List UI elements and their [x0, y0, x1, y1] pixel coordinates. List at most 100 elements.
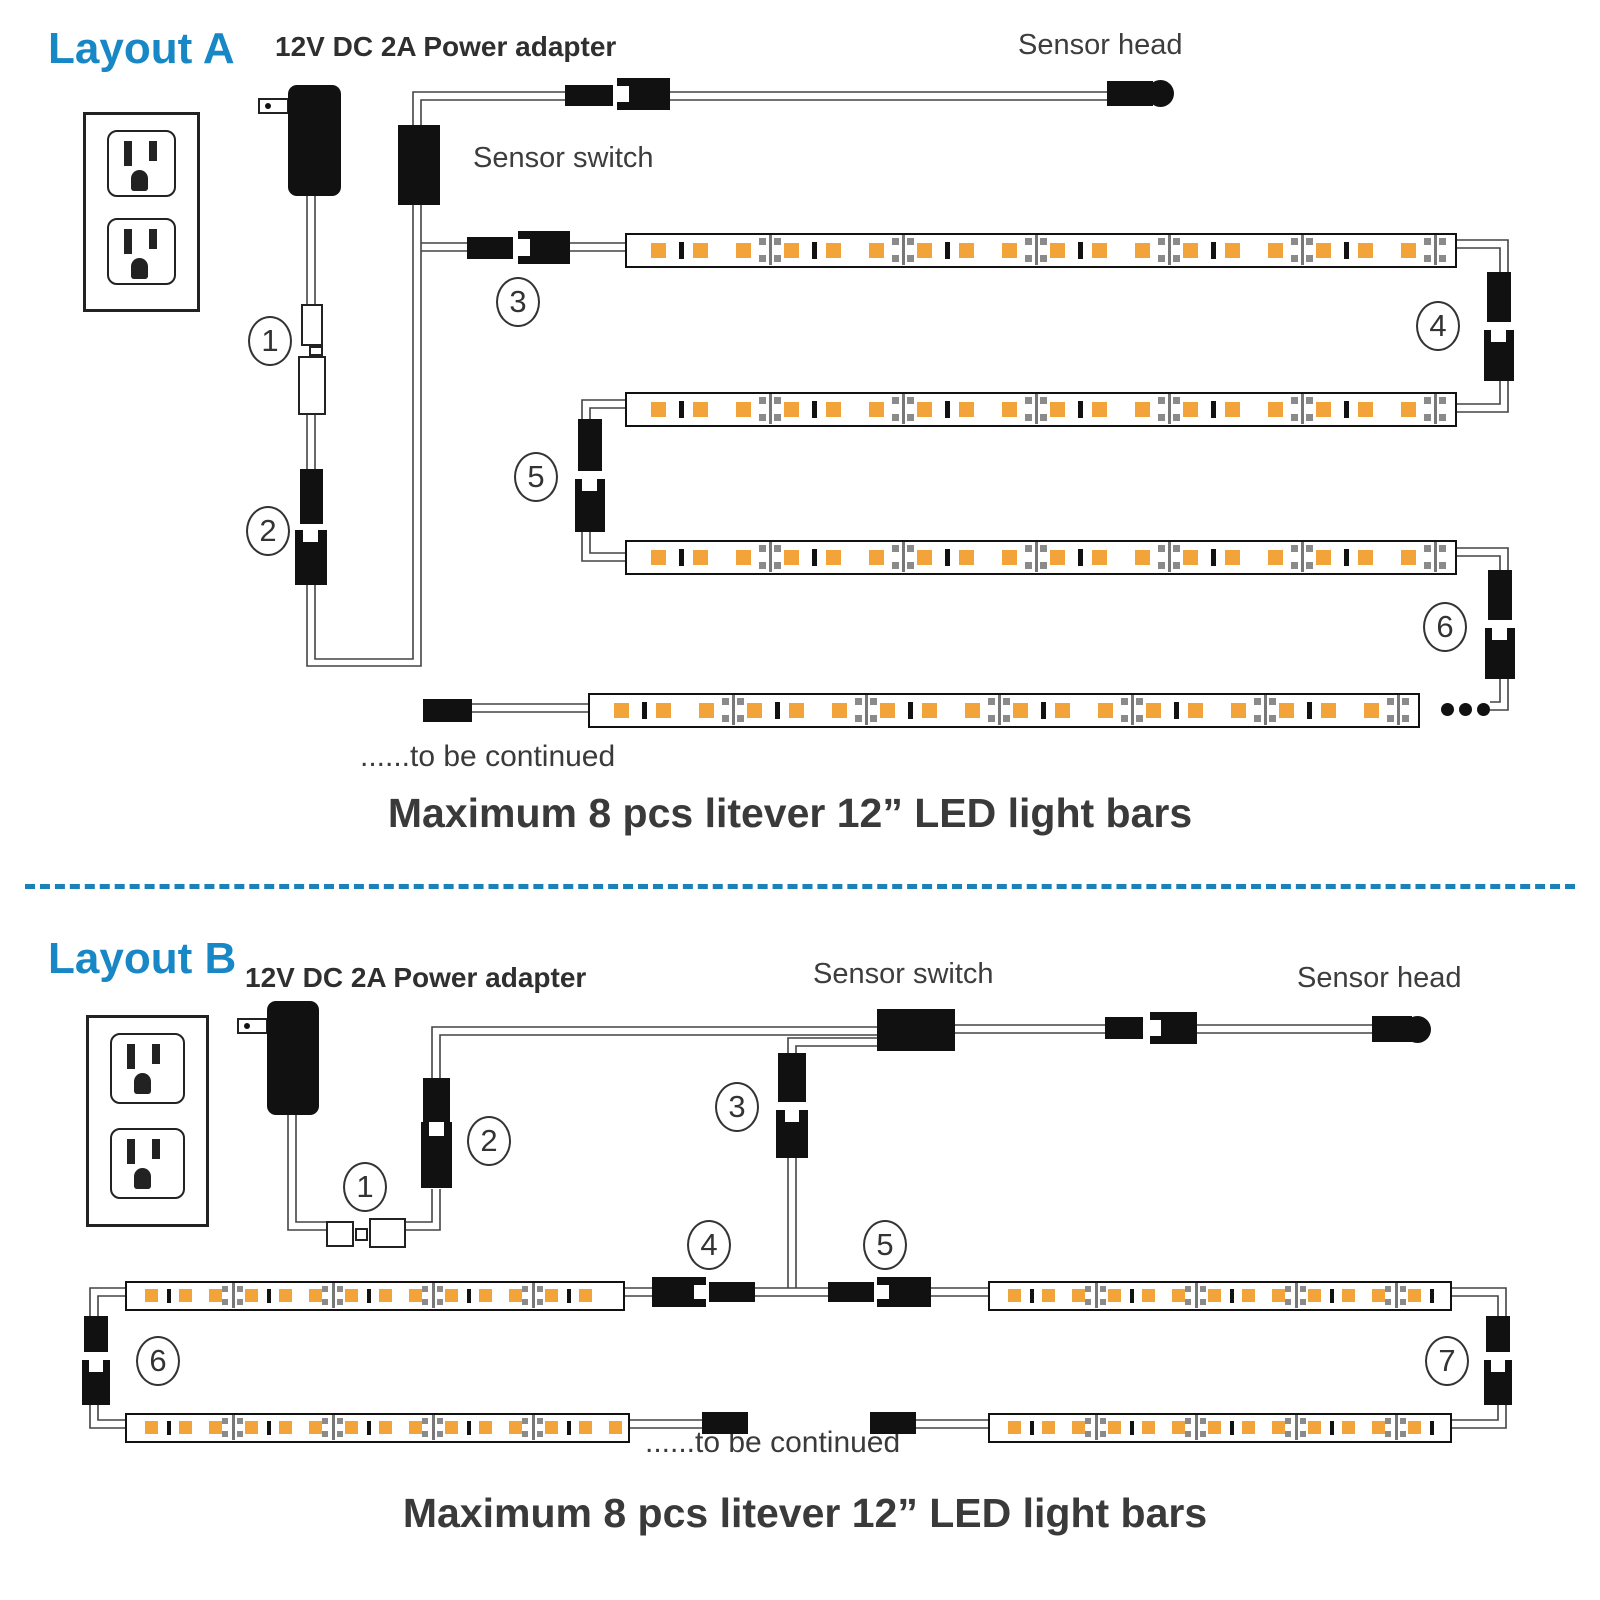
- solder-pad: [1424, 414, 1431, 421]
- segment-cut-line: [432, 1283, 435, 1308]
- solder-pad: [1424, 255, 1431, 262]
- segment-cut-line: [532, 1283, 535, 1308]
- solder-pad: [522, 1299, 528, 1305]
- resistor-mark: [679, 400, 684, 418]
- segment-cut-line: [1035, 542, 1038, 572]
- led-chip: [379, 1421, 392, 1434]
- segment-cut-line: [902, 542, 905, 572]
- led-chip: [1008, 1289, 1021, 1302]
- led-chip: [826, 401, 841, 417]
- solder-pad: [322, 1286, 328, 1292]
- solder-pad: [1121, 715, 1128, 722]
- adapter-prong-hole: [265, 103, 271, 109]
- solder-pad: [1385, 1286, 1391, 1292]
- led-chip: [1183, 242, 1198, 258]
- solder-pad: [1040, 238, 1047, 245]
- led-chip: [1308, 1421, 1321, 1434]
- solder-pad: [1025, 545, 1032, 552]
- led-chip: [747, 702, 762, 718]
- continuation-dot: [1459, 703, 1472, 716]
- led-chip: [209, 1289, 222, 1302]
- led-chip: [1208, 1421, 1221, 1434]
- outlet-slot: [149, 229, 157, 249]
- segment-cut-line: [865, 695, 868, 725]
- segment-cut-line: [332, 1283, 335, 1308]
- solder-pad: [1300, 1286, 1306, 1292]
- solder-pad: [907, 238, 914, 245]
- callout-b-7: 7: [1425, 1336, 1469, 1386]
- segment-cut-line: [1434, 542, 1437, 572]
- solder-pad: [1424, 545, 1431, 552]
- connector-plug: [300, 469, 323, 524]
- wire: [1490, 679, 1501, 703]
- wire: [581, 532, 625, 562]
- led-chip: [1092, 242, 1107, 258]
- resistor-mark: [267, 1288, 271, 1303]
- resistor-mark: [1078, 548, 1083, 566]
- solder-pad: [322, 1431, 328, 1437]
- led-chip: [1135, 401, 1150, 417]
- solder-pad: [322, 1418, 328, 1424]
- solder-pad: [759, 397, 766, 404]
- resistor-mark: [812, 548, 817, 566]
- solder-pad: [1291, 545, 1298, 552]
- led-chip: [579, 1421, 592, 1434]
- led-chip: [1146, 702, 1161, 718]
- solder-pad: [1025, 562, 1032, 569]
- connector-dc-b: [369, 1218, 406, 1248]
- solder-pad: [537, 1418, 543, 1424]
- solder-pad: [1385, 1299, 1391, 1305]
- solder-pad: [1173, 562, 1180, 569]
- continuation-dot: [1477, 703, 1490, 716]
- solder-pad: [907, 255, 914, 262]
- segment-cut-line: [1131, 695, 1134, 725]
- callout-b-3: 3: [715, 1082, 759, 1132]
- solder-pad: [1158, 414, 1165, 421]
- led-bar: [125, 1281, 625, 1311]
- segment-cut-line: [732, 695, 735, 725]
- connector-plug: [702, 1412, 748, 1434]
- segment-cut-line: [1264, 695, 1267, 725]
- solder-pad: [437, 1299, 443, 1305]
- led-chip: [479, 1421, 492, 1434]
- led-chip: [736, 401, 751, 417]
- led-chip: [1268, 242, 1283, 258]
- resistor-mark: [1041, 701, 1046, 719]
- led-chip: [1279, 702, 1294, 718]
- led-bar: [625, 540, 1457, 575]
- resistor-mark: [467, 1420, 471, 1435]
- sensor-head-cap-b: [1404, 1016, 1431, 1043]
- led-bar: [588, 693, 1420, 728]
- solder-pad: [1025, 414, 1032, 421]
- led-chip: [1231, 702, 1246, 718]
- wire: [1457, 555, 1501, 570]
- segment-cut-line: [532, 1415, 535, 1440]
- callout-a-6: 6: [1423, 602, 1467, 652]
- solder-pad: [1291, 397, 1298, 404]
- connector-notch: [518, 239, 530, 256]
- segment-cut-line: [232, 1415, 235, 1440]
- solder-pad: [774, 238, 781, 245]
- led-chip: [693, 242, 708, 258]
- solder-pad: [1185, 1286, 1191, 1292]
- wire: [581, 399, 625, 419]
- wire: [1452, 1405, 1499, 1421]
- led-chip: [736, 549, 751, 565]
- led-bar: [988, 1413, 1452, 1443]
- solder-pad: [1439, 397, 1446, 404]
- solder-pad: [1291, 562, 1298, 569]
- connector-plug: [84, 1316, 108, 1352]
- led-chip: [869, 549, 884, 565]
- solder-pad: [1385, 1431, 1391, 1437]
- led-chip: [1092, 401, 1107, 417]
- led-chip: [1342, 1421, 1355, 1434]
- solder-pad: [737, 698, 744, 705]
- led-chip: [1142, 1289, 1155, 1302]
- resistor-mark: [908, 701, 913, 719]
- led-chip: [1308, 1289, 1321, 1302]
- led-chip: [1135, 549, 1150, 565]
- solder-pad: [1424, 238, 1431, 245]
- resistor-mark: [679, 548, 684, 566]
- solder-pad: [1400, 1418, 1406, 1424]
- solder-pad: [1439, 255, 1446, 262]
